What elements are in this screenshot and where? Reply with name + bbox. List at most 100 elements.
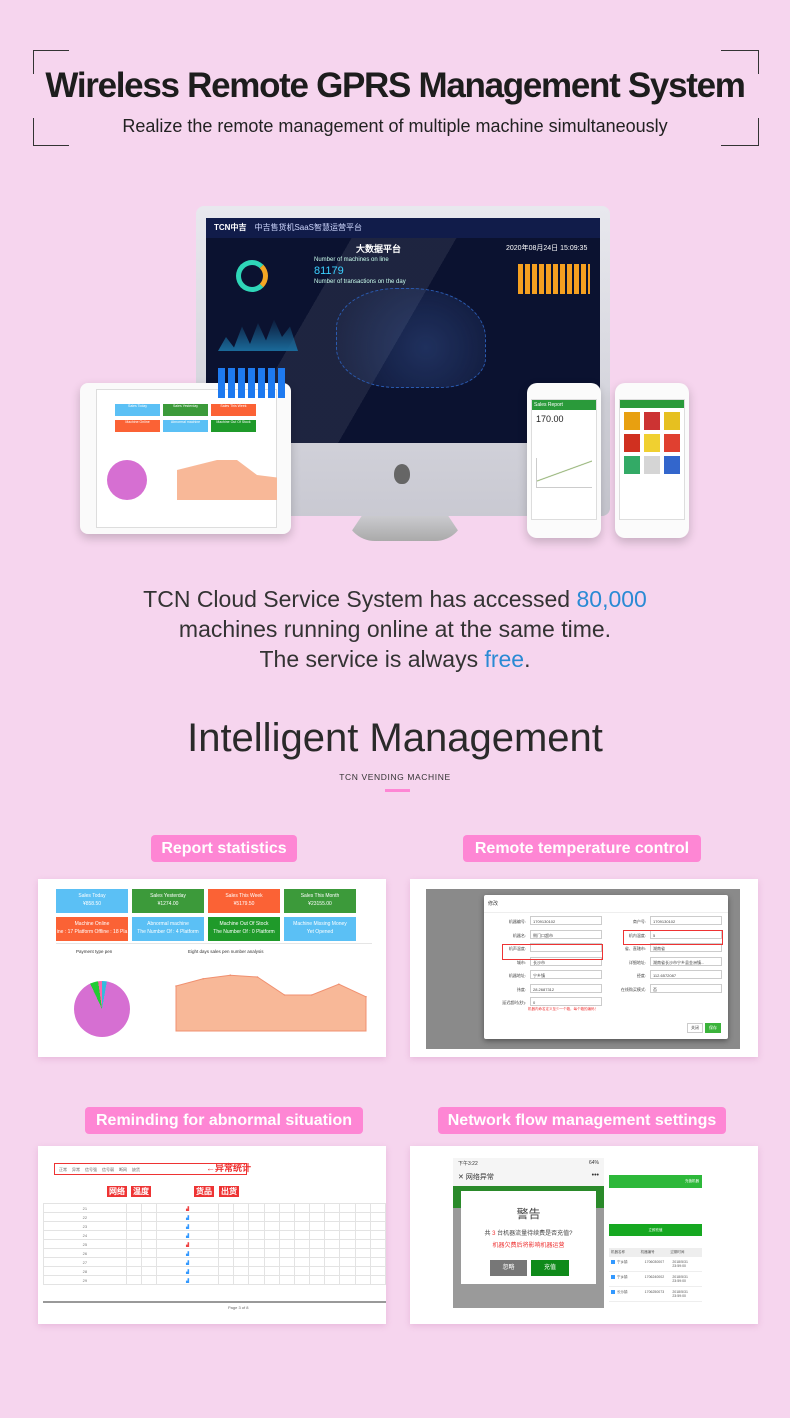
area-point [229, 974, 232, 976]
tablet: Sales Today Sales Yesterday Sales This W… [80, 383, 291, 534]
battery: 64% [588, 1160, 599, 1166]
pie-title: Payment type pen [76, 949, 113, 954]
table-row: 27▟ [43, 1257, 386, 1267]
area-point [365, 996, 367, 998]
close-icon[interactable]: ✕ [458, 1174, 464, 1181]
cell: 2018/5/31 23:59:00 [672, 1260, 688, 1268]
apple-logo-icon [394, 464, 410, 484]
field-label: 机内温度: [628, 932, 646, 938]
row-number: 22 [43, 1212, 127, 1222]
field-label: 机声温度: [508, 946, 526, 951]
signal-icon: ▟ [156, 1239, 219, 1249]
checkbox-icon[interactable] [611, 1290, 615, 1294]
field-input[interactable]: 否 [650, 983, 722, 993]
card-title: Sales This Month [300, 893, 340, 899]
signal-icon: ▟ [156, 1266, 219, 1276]
recharge-button[interactable]: 充值 [531, 1260, 569, 1276]
field-label: 商户号: [632, 919, 646, 924]
area-chart-title: Eight days sales pen number analysis [188, 949, 264, 954]
field-input[interactable]: 湖南省长沙市宁乡县金洲镇... [650, 956, 722, 966]
col-header: 过期时间 [670, 1250, 685, 1254]
checkbox-icon[interactable] [611, 1260, 615, 1264]
field-input[interactable]: 宁乡镇 [530, 970, 602, 979]
info-line-3: The service is always free. [259, 646, 531, 672]
tag-shipment: 出货 [219, 1186, 239, 1197]
col-header: 机器编号 [640, 1250, 655, 1254]
cell: 长沙镇 [617, 1290, 628, 1294]
table-row: 22▟ [43, 1212, 386, 1222]
area-point [283, 994, 286, 996]
dialog-title: 警告 [516, 1207, 541, 1221]
big-data-title: 大数据平台 [356, 244, 402, 254]
save-button[interactable]: 保存 [705, 1023, 721, 1033]
legend-bar: 正常异常信号强信号弱断网缺货 [54, 1163, 247, 1175]
bar-chart [218, 368, 288, 398]
legend-item: 正常 [59, 1167, 67, 1172]
row-number: 27 [43, 1257, 127, 1267]
field-input[interactable]: 1709130102 [650, 916, 722, 925]
section-title: Intelligent Management [187, 716, 603, 760]
field-input[interactable]: 长沙市 [530, 956, 602, 966]
phone-sales-report: Sales Report 170.00 [527, 383, 601, 538]
card-title: Sales Yesterday [150, 893, 186, 899]
signal-icon: ▟ [156, 1203, 219, 1213]
checkbox-icon[interactable] [611, 1275, 615, 1279]
phone-line-chart [536, 458, 592, 488]
close-button[interactable]: 关闭 [687, 1023, 703, 1033]
field-label: 机器编号: [508, 919, 526, 924]
china-map [336, 288, 486, 388]
cell: 宁乡镇 [617, 1275, 628, 1279]
card-title: Sales This Week [225, 893, 263, 899]
pie-chart [107, 460, 147, 500]
field-input[interactable]: 侧门口超市 [530, 929, 602, 939]
field-input[interactable]: 28.2687312 [530, 983, 602, 993]
card-value: ¥858.50 [82, 901, 102, 907]
report-card: Sales Today¥858.50 [56, 889, 128, 913]
tablet-card: Machine Out Of Stock [211, 420, 256, 432]
field-input[interactable]: 湖南省 [650, 943, 722, 952]
area-point [338, 983, 340, 985]
area-point [202, 978, 204, 980]
machines-count: 80,000 [576, 586, 647, 612]
cell: 宁乡镇 [617, 1260, 628, 1264]
report-card: Sales Yesterday¥1274.00 [132, 889, 204, 913]
dialog-title: 修改 [484, 895, 728, 913]
payment-pie-chart [74, 981, 130, 1037]
field-label: 在线购买模式: [620, 986, 646, 992]
page-title: Wireless Remote GPRS Management System [45, 66, 745, 105]
pager[interactable]: Page 3 of 8 [228, 1305, 249, 1310]
dashboard-brand: TCN中吉 [214, 223, 247, 232]
area-point [175, 985, 177, 987]
tag-temperature: 温度 [131, 1186, 151, 1197]
card-title: Abnormal machine [147, 921, 189, 927]
table-row: 23▟ [43, 1221, 386, 1231]
legend-item: 异常 [72, 1167, 80, 1172]
phone-value: 170.00 [536, 414, 564, 424]
field-input[interactable]: 1709130102 [530, 916, 602, 925]
field-input[interactable] [530, 943, 602, 952]
field-input[interactable]: 112.6572087 [650, 970, 722, 979]
signal-icon: ▟ [156, 1230, 219, 1240]
field-input[interactable]: 0 [530, 997, 602, 1006]
field-label: 延迟超时(秒): [502, 1000, 526, 1005]
ignore-button[interactable]: 忽略 [490, 1260, 527, 1276]
bar-chart-orange [518, 264, 590, 294]
field-label: 纬度: [516, 986, 526, 992]
tag-goods: 货品 [194, 1186, 214, 1197]
status-time: 下午3:22 [458, 1161, 478, 1167]
abnormal-table: 21▟22▟23▟24▟25▟26▟27▟28▟29▟ [43, 1203, 386, 1285]
card-value: ¥23155.00 [308, 901, 332, 907]
legend-item: 缺货 [132, 1167, 140, 1172]
table-row: 29▟ [43, 1275, 386, 1285]
cell: 1706240002 [644, 1275, 665, 1279]
info-line-1: TCN Cloud Service System has accessed 80… [143, 586, 647, 612]
pay-button[interactable]: 立即充值 [609, 1224, 702, 1236]
report-card: Sales This Week¥5179.50 [208, 889, 280, 913]
